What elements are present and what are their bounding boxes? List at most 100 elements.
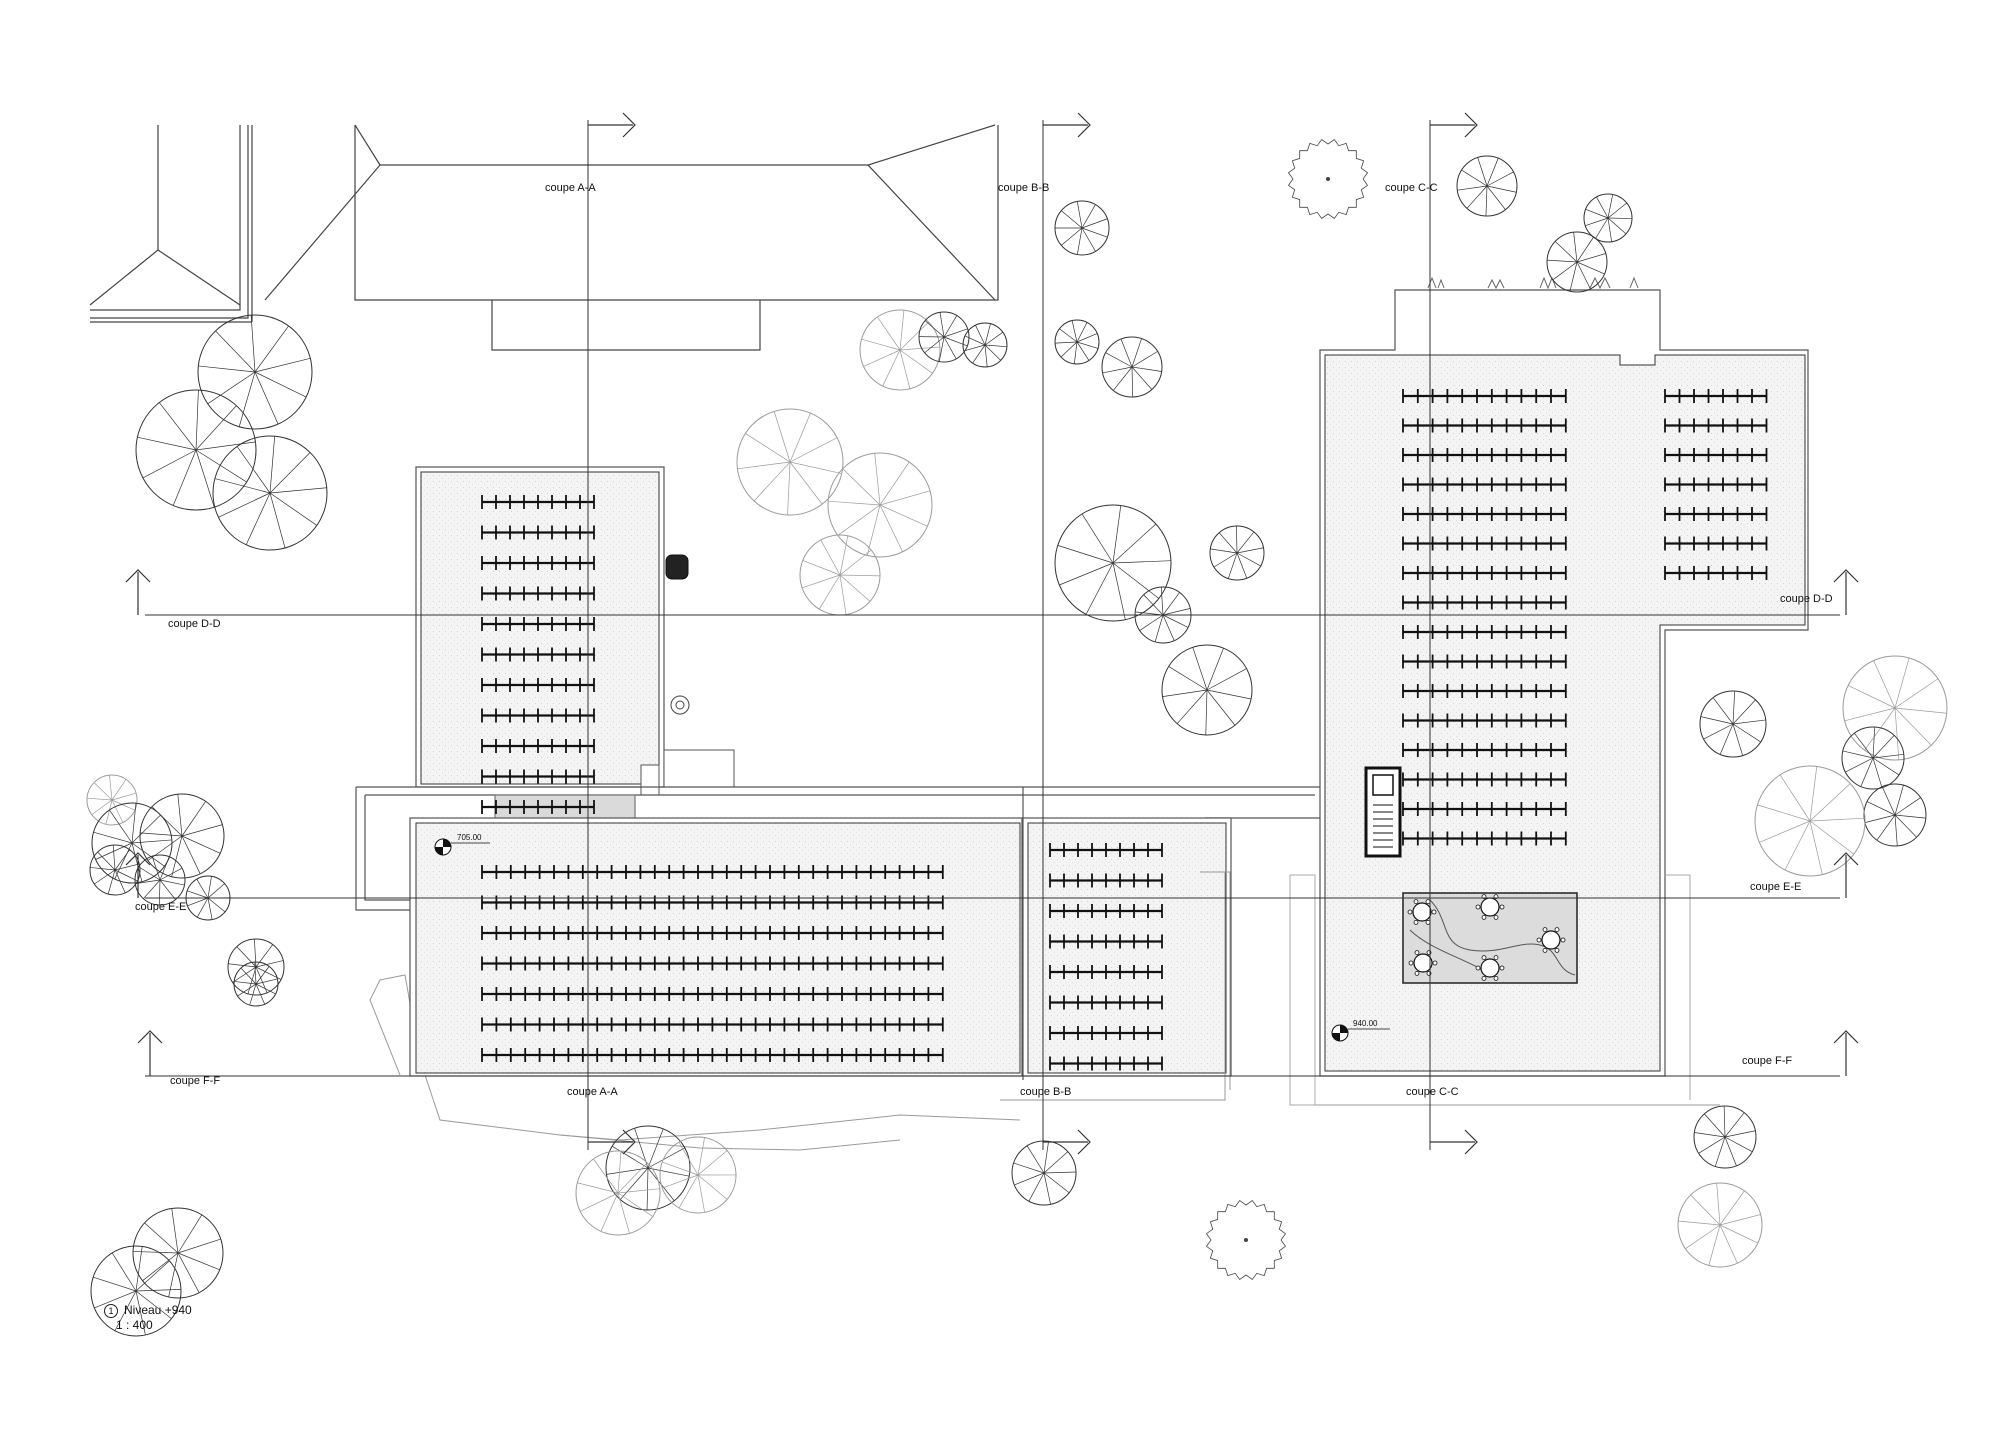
tree-symbol	[1456, 155, 1518, 217]
solar-panel-row	[481, 708, 595, 723]
section-label-ee-left: coupe E-E	[135, 901, 187, 913]
tree-symbol	[134, 854, 186, 906]
tree-symbol	[1054, 504, 1172, 622]
solar-panel-row	[1664, 418, 1768, 433]
tree-symbol	[227, 938, 285, 996]
tree-symbol	[197, 314, 313, 430]
solar-panel-row	[1664, 507, 1768, 521]
patio-table	[1407, 899, 1437, 925]
neighbor-building-left	[89, 125, 253, 323]
tree-symbol	[659, 1136, 737, 1214]
section-lines	[145, 120, 1840, 1150]
solar-panel-row	[481, 987, 944, 1001]
tree-symbol	[139, 793, 225, 879]
solar-panel-row	[481, 956, 944, 971]
solar-panel-row	[481, 800, 595, 814]
solar-panel-row	[481, 556, 595, 570]
patio-table	[1536, 927, 1566, 953]
solar-panel-row	[481, 1048, 944, 1062]
tree-symbol	[233, 961, 279, 1007]
tree-symbol	[1054, 200, 1110, 256]
level-marker-icon	[434, 838, 1390, 1042]
middle-block	[1000, 817, 1232, 1101]
solar-panel-row	[481, 678, 595, 692]
tree-symbol	[1546, 231, 1608, 293]
neighbor-building-right	[264, 124, 999, 351]
section-label-ff-right: coupe F-F	[1742, 1055, 1793, 1067]
solar-panel-row	[1664, 448, 1768, 462]
section-label-bb-bottom: coupe B-B	[1020, 1086, 1072, 1098]
section-label-bb-top: coupe B-B	[998, 182, 1050, 194]
tree-symbol	[1699, 690, 1767, 758]
solar-panel-row	[1049, 1026, 1163, 1040]
tree-symbol	[962, 322, 1008, 368]
tree-symbol	[736, 408, 844, 516]
west-upper-block	[415, 466, 735, 796]
tree-symbol	[859, 309, 941, 391]
level-label-east: 940.00	[1353, 1019, 1378, 1028]
solar-panel-row	[1049, 995, 1163, 1010]
tree-symbol	[605, 1125, 691, 1211]
tree-symbol	[89, 844, 141, 896]
tree-symbol	[1161, 644, 1253, 736]
tree-symbol	[1011, 1140, 1077, 1206]
patio-table	[1475, 894, 1505, 920]
section-label-ff-left: coupe F-F	[170, 1075, 221, 1087]
solar-panel-row	[481, 926, 944, 940]
section-arrow-icon	[125, 112, 1859, 1155]
tree-symbol	[1205, 1199, 1287, 1281]
tree-symbol	[1754, 765, 1866, 877]
solar-panel-row	[1664, 566, 1768, 580]
solar-panel-row	[1664, 536, 1768, 551]
solar-panel-row	[481, 1017, 944, 1032]
solar-panel-row	[1049, 843, 1163, 857]
level-label-west: 705.00	[457, 833, 482, 842]
solar-panel-row	[481, 617, 595, 631]
solar-panel-row	[481, 495, 595, 509]
tree-symbol	[1583, 193, 1633, 243]
tree-symbol	[575, 1150, 661, 1236]
drawing-title: Niveau +940	[124, 1303, 192, 1317]
drawing-number: 1	[104, 1303, 118, 1318]
section-label-aa-bottom: coupe A-A	[567, 1086, 618, 1098]
tree-symbol	[1677, 1182, 1763, 1268]
tree-symbols	[86, 138, 1948, 1337]
solar-panel-row	[1049, 873, 1163, 888]
tree-symbol	[1842, 655, 1948, 761]
solar-panel-row	[1664, 477, 1768, 492]
tree-symbol	[90, 1245, 182, 1337]
tree-symbol	[827, 452, 933, 558]
tree-symbol	[132, 1207, 224, 1299]
tree-symbol	[1209, 525, 1265, 581]
patio-table	[1408, 950, 1438, 976]
tree-symbol	[1101, 336, 1163, 398]
tree-symbol	[86, 774, 138, 826]
section-label-aa-top: coupe A-A	[545, 182, 596, 194]
tree-symbol	[1287, 138, 1369, 220]
stair-icon	[1364, 766, 1402, 858]
vent-detail	[665, 554, 690, 715]
tree-symbol	[1693, 1105, 1757, 1169]
tree-symbol	[1054, 319, 1100, 365]
tree-symbol	[1863, 783, 1927, 847]
solar-panel-row	[1049, 965, 1163, 979]
solar-panel-row	[481, 525, 595, 540]
solar-panel-row	[481, 739, 595, 753]
solar-panel-row	[481, 586, 595, 601]
west-lower-block	[409, 817, 1023, 1077]
section-label-dd-right: coupe D-D	[1780, 593, 1833, 605]
solar-panel-row	[1049, 934, 1163, 949]
tree-symbol	[135, 389, 257, 511]
tree-symbol	[212, 435, 328, 551]
patio-table	[1475, 955, 1505, 981]
solar-panel-row	[1664, 389, 1768, 403]
solar-panel-row	[481, 647, 595, 662]
solar-panel-row	[1049, 904, 1163, 918]
tree-symbol	[1134, 586, 1192, 644]
section-label-cc-bottom: coupe C-C	[1406, 1086, 1459, 1098]
solar-panel-row	[481, 865, 944, 879]
solar-panel-row	[1049, 1056, 1163, 1071]
drawing-scale: 1 : 400	[116, 1317, 153, 1332]
tree-symbol	[1841, 726, 1905, 790]
